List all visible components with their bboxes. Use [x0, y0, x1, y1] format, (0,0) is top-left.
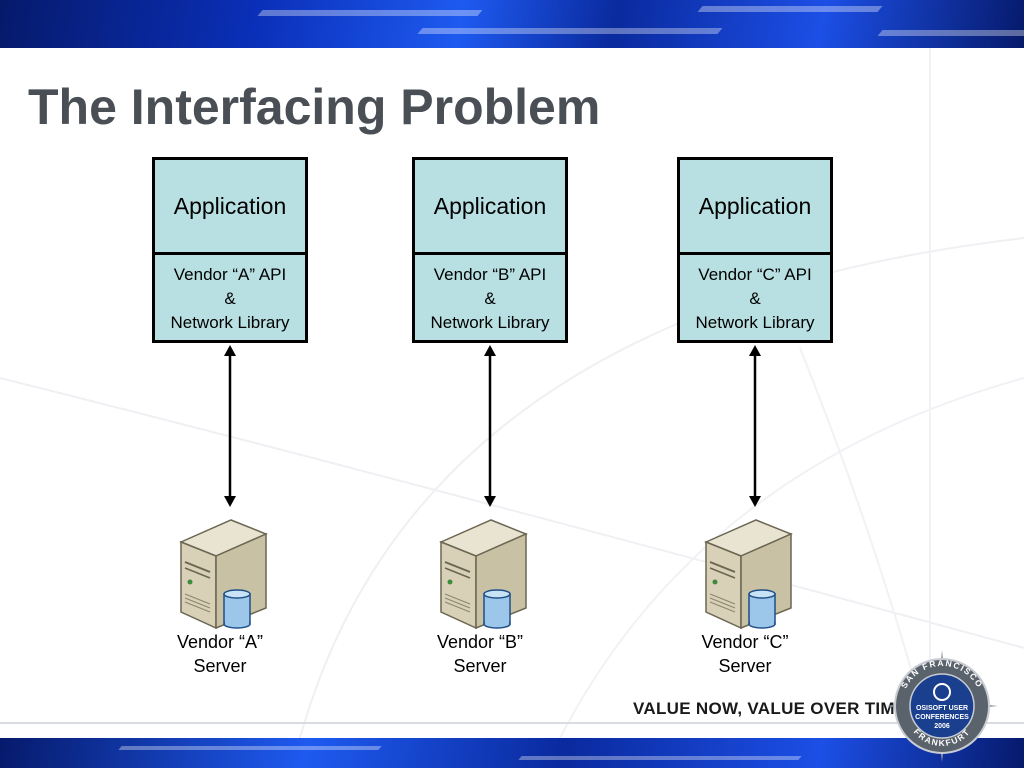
api-ampersand: &: [224, 289, 236, 308]
api-line: Vendor “C” API: [698, 265, 812, 284]
api-line: Vendor “A” API: [173, 265, 287, 284]
footer-band: [0, 738, 1024, 768]
database-icon: [223, 589, 251, 629]
app-stack-b: Application Vendor “B” API & Network Lib…: [412, 157, 568, 343]
server-vendor-line: Vendor “B”: [436, 632, 524, 652]
seal-center-line1: OSISOFT USER: [916, 705, 968, 712]
api-ampersand: &: [749, 289, 761, 308]
api-ampersand: &: [484, 289, 496, 308]
api-line: Vendor “B” API: [433, 265, 547, 284]
network-library-line: Network Library: [430, 313, 550, 332]
seal-center-line2: CONFERENCES: [915, 714, 969, 721]
server-vendor-line: Vendor “A”: [176, 632, 264, 652]
server-icon: [439, 519, 528, 630]
server-word-line: Server: [453, 656, 507, 676]
app-stack-c: Application Vendor “C” API & Network Lib…: [677, 157, 833, 343]
server-icon: [179, 519, 268, 630]
server-label-a: Vendor “A” Server: [155, 630, 285, 678]
server-label-b: Vendor “B” Server: [415, 630, 545, 678]
api-library-box: Vendor “C” API & Network Library: [680, 255, 830, 343]
double-arrow-icon: [749, 345, 761, 507]
seal-center-line3: 2006: [934, 723, 950, 730]
conference-seal-icon: SAN FRANCISCO FRANKFURT OSISOFT USER CON…: [886, 650, 998, 762]
app-stack-a: Application Vendor “A” API & Network Lib…: [152, 157, 308, 343]
network-library-line: Network Library: [695, 313, 815, 332]
application-box: Application: [155, 160, 305, 255]
server-label-c: Vendor “C” Server: [680, 630, 810, 678]
double-arrow-icon: [224, 345, 236, 507]
server-vendor-line: Vendor “C”: [701, 632, 789, 652]
database-icon: [483, 589, 511, 629]
double-arrow-icon: [484, 345, 496, 507]
server-word-line: Server: [193, 656, 247, 676]
slogan-text: VALUE NOW, VALUE OVER TIME: [633, 699, 907, 718]
api-library-box: Vendor “A” API & Network Library: [155, 255, 305, 343]
application-box: Application: [415, 160, 565, 255]
slide-title: The Interfacing Problem: [28, 79, 601, 135]
header-band: [0, 0, 1024, 48]
footer-rule: [0, 722, 1024, 724]
api-library-box: Vendor “B” API & Network Library: [415, 255, 565, 343]
application-box: Application: [680, 160, 830, 255]
network-library-line: Network Library: [170, 313, 290, 332]
server-icon: [704, 519, 793, 630]
server-word-line: Server: [718, 656, 772, 676]
database-icon: [748, 589, 776, 629]
